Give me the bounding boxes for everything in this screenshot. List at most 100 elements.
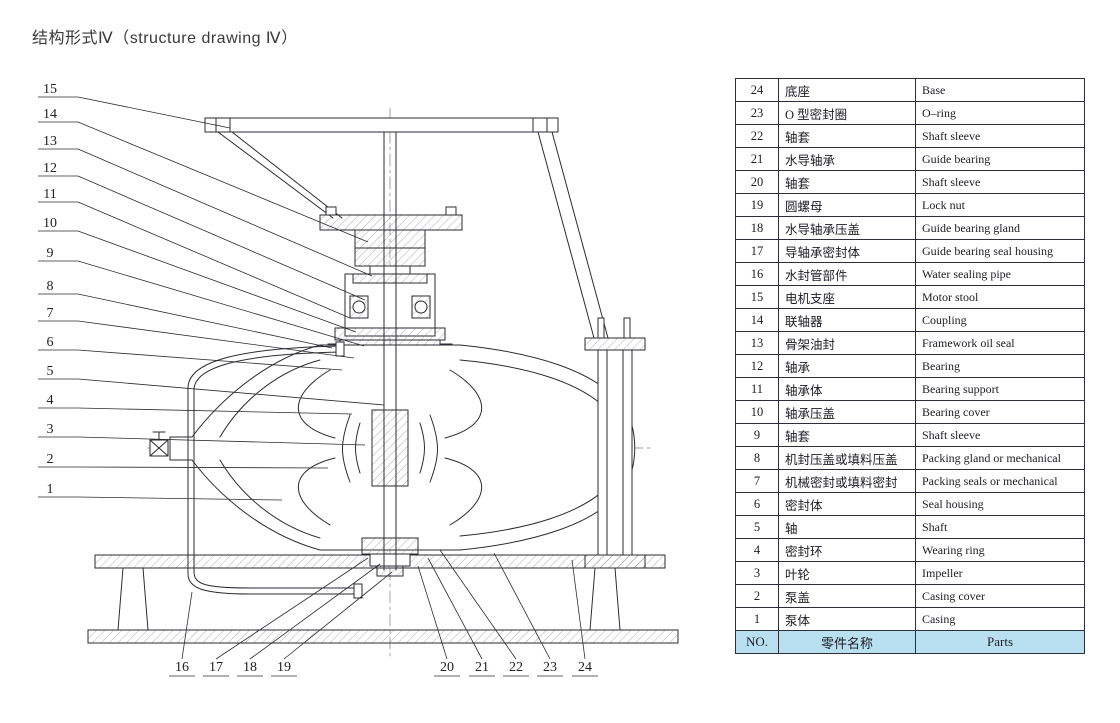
- table-footer-row: NO. 零件名称 Parts: [735, 630, 1085, 654]
- callout-leader-16: [181, 591, 193, 660]
- cell-cn: 电机支座: [778, 285, 916, 309]
- cell-cn: 叶轮: [778, 561, 916, 585]
- callout-leader-1: [77, 496, 283, 501]
- callout-number-23: 23: [543, 660, 557, 675]
- callout-leader-15: [77, 96, 231, 129]
- callout-number-7: 7: [47, 306, 54, 321]
- callout-number-12: 12: [43, 161, 57, 176]
- callout-number-17: 17: [209, 660, 223, 675]
- callout-leader-10: [77, 230, 357, 333]
- cell-en: Bearing support: [915, 377, 1085, 401]
- callout-number-11: 11: [43, 187, 56, 202]
- cell-en: Guide bearing seal housing: [915, 239, 1085, 263]
- cell-cn: 水导轴承: [778, 147, 916, 171]
- coupling: [354, 229, 426, 275]
- callout-leader-22: [439, 549, 517, 660]
- cell-cn: 导轴承密封体: [778, 239, 916, 263]
- cell-no: 5: [735, 515, 779, 539]
- cell-cn: 轴承压盖: [778, 400, 916, 424]
- page-title: 结构形式Ⅳ（structure drawing Ⅳ）: [32, 30, 298, 47]
- cell-cn: 轴: [778, 515, 916, 539]
- callout-leader-2: [77, 466, 329, 469]
- cell-cn: O 型密封圈: [778, 101, 916, 125]
- shaft: [383, 131, 397, 571]
- callout-leader-3: [77, 436, 366, 446]
- cell-en: Shaft sleeve: [915, 423, 1085, 447]
- cell-no: 15: [735, 285, 779, 309]
- cell-en: Wearing ring: [915, 538, 1085, 562]
- callout-leader-5: [77, 378, 385, 406]
- cell-en: Seal housing: [915, 492, 1085, 516]
- cell-no: 18: [735, 216, 779, 240]
- cell-en: Water sealing pipe: [915, 262, 1085, 286]
- cell-cn: 联轴器: [778, 308, 916, 332]
- cell-no: 7: [735, 469, 779, 493]
- cell-cn: 轴套: [778, 124, 916, 148]
- drain-valve: [149, 431, 169, 457]
- guide-bearing-assembly: [361, 537, 419, 577]
- callout-number-15: 15: [43, 82, 57, 97]
- cell-en: Shaft sleeve: [915, 170, 1085, 194]
- callout-number-18: 18: [243, 660, 257, 675]
- cell-en: Framework oil seal: [915, 331, 1085, 355]
- water-sealing-pipe: [187, 341, 363, 599]
- cell-en: Guide bearing gland: [915, 216, 1085, 240]
- cell-en: Bearing cover: [915, 400, 1085, 424]
- callout-leader-6: [77, 349, 343, 371]
- callout-number-22: 22: [509, 660, 523, 675]
- callout-number-13: 13: [43, 134, 57, 149]
- cell-en: Lock nut: [915, 193, 1085, 217]
- cell-no: 17: [735, 239, 779, 263]
- callout-leader-14: [77, 121, 369, 243]
- callout-leader-13: [77, 148, 373, 277]
- callout-leader-11: [77, 201, 351, 319]
- cell-no: 24: [735, 78, 779, 102]
- callout-number-4: 4: [47, 393, 54, 408]
- cell-cn: 机封压盖或填料压盖: [778, 446, 916, 470]
- callout-leader-24: [571, 559, 586, 660]
- callout-number-24: 24: [578, 660, 592, 675]
- cell-en: Casing: [915, 607, 1085, 631]
- cell-cn: 骨架油封: [778, 331, 916, 355]
- cell-cn: 轴承体: [778, 377, 916, 401]
- cell-no: 4: [735, 538, 779, 562]
- cell-no: 22: [735, 124, 779, 148]
- cell-no: 11: [735, 377, 779, 401]
- callout-number-14: 14: [43, 107, 57, 122]
- cell-no: 12: [735, 354, 779, 378]
- cell-cn: 水导轴承压盖: [778, 216, 916, 240]
- callout-leader-9: [77, 260, 365, 347]
- cell-en: Motor stool: [915, 285, 1085, 309]
- cell-cn: 密封环: [778, 538, 916, 562]
- cell-no: 16: [735, 262, 779, 286]
- callout-leader-23: [493, 552, 551, 660]
- cell-no: 1: [735, 607, 779, 631]
- cell-en: Impeller: [915, 561, 1085, 585]
- callout-leader-20: [417, 565, 448, 660]
- callout-leader-18: [249, 563, 381, 660]
- callout-number-21: 21: [475, 660, 489, 675]
- cell-en: Packing seals or mechanical: [915, 469, 1085, 493]
- cell-en: O–ring: [915, 101, 1085, 125]
- cell-cn: 轴套: [778, 170, 916, 194]
- cell-cn: 泵体: [778, 607, 916, 631]
- callout-number-8: 8: [47, 279, 54, 294]
- cell-en: Shaft sleeve: [915, 124, 1085, 148]
